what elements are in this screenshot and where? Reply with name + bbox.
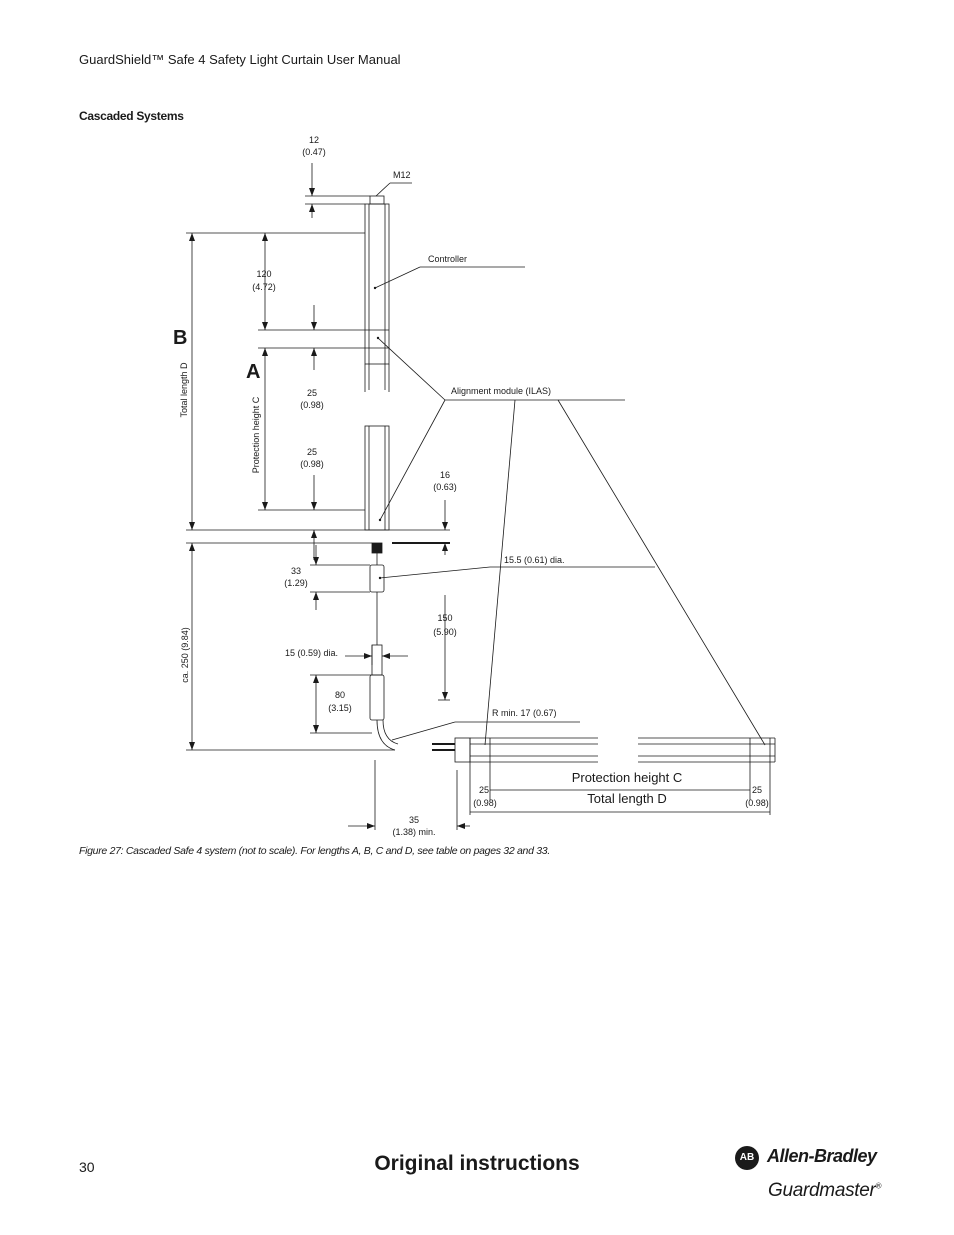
- dim-25b-value: 25: [307, 447, 317, 457]
- horizontal-protection-height-label: Protection height C: [572, 770, 683, 785]
- dim-top-inch: (0.47): [302, 147, 326, 157]
- allen-bradley-logo-icon: AB: [735, 1146, 759, 1170]
- page-number: 30: [79, 1159, 95, 1175]
- dim-120-value: 120: [256, 269, 271, 279]
- dim-33-value: 33: [291, 566, 301, 576]
- dia-15-5-label: 15.5 (0.61) dia.: [504, 555, 565, 565]
- horizontal-total-length-label: Total length D: [587, 791, 667, 806]
- header-title: GuardShield™ Safe 4 Safety Light Curtain…: [79, 52, 401, 67]
- horizontal-end-cap: [454, 737, 471, 763]
- dim-16-value: 16: [440, 470, 450, 480]
- dim-33-inch: (1.29): [284, 578, 308, 588]
- alignment-module-label: Alignment module (ILAS): [451, 386, 551, 396]
- guardmaster-wordmark: Guardmaster®: [768, 1180, 881, 1202]
- m12-label: M12: [393, 170, 411, 180]
- allen-bradley-wordmark: Allen-Bradley: [767, 1146, 877, 1166]
- dim-120-inch: (4.72): [252, 282, 276, 292]
- dim-150-inch: (5.90): [433, 627, 457, 637]
- controller-label: Controller: [428, 254, 467, 264]
- horizontal-25-right-value: 25: [752, 785, 762, 795]
- dia-15-label: 15 (0.59) dia.: [285, 648, 338, 658]
- horizontal-25-right-inch: (0.98): [745, 798, 769, 808]
- cable-ferrite: [369, 564, 385, 593]
- dim-top-value: 12: [309, 135, 319, 145]
- dim-25a-value: 25: [307, 388, 317, 398]
- dim-150-value: 150: [437, 613, 452, 623]
- letter-a: A: [246, 361, 260, 383]
- horizontal-25-left-value: 25: [479, 785, 489, 795]
- dim-35-value: 35: [409, 815, 419, 825]
- dim-25b-inch: (0.98): [300, 459, 324, 469]
- guardmaster-text: Guardmaster: [768, 1180, 876, 1201]
- dim-16-inch: (0.63): [433, 482, 457, 492]
- dim-80-inch: (3.15): [328, 703, 352, 713]
- horizontal-25-left-inch: (0.98): [473, 798, 497, 808]
- total-length-vertical-label: Total length D: [179, 362, 189, 418]
- r-min-label: R min. 17 (0.67): [492, 708, 557, 718]
- dim-25a-inch: (0.98): [300, 400, 324, 410]
- protection-height-vertical-label: Protection height C: [251, 396, 261, 473]
- m12-connector: [369, 195, 385, 205]
- section-title: Cascaded Systems: [79, 109, 184, 123]
- footer-title: Original instructions: [374, 1152, 580, 1175]
- ca-250-label: ca. 250 (9.84): [180, 627, 190, 683]
- registered-mark: ®: [875, 1181, 882, 1191]
- letter-b: B: [173, 327, 187, 349]
- figure-caption: Figure 27: Cascaded Safe 4 system (not t…: [79, 845, 550, 857]
- dim-35-inch: (1.38) min.: [392, 827, 435, 837]
- dim-80-value: 80: [335, 690, 345, 700]
